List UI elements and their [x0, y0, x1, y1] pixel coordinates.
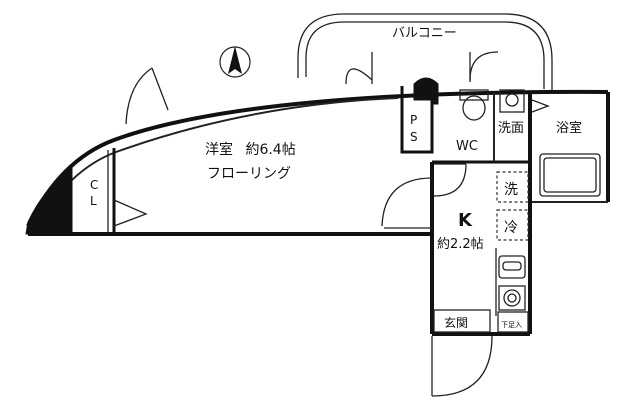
balcony-label: バルコニー [392, 26, 457, 41]
closet-label-l: L [90, 194, 97, 208]
western-room-floor-label: フローリング [207, 166, 291, 182]
wc-washroom-block: WC 洗面 [345, 51, 530, 197]
washroom-label: 洗面 [498, 121, 524, 136]
pipe-space: P S [400, 77, 439, 154]
western-room-window-door [125, 67, 169, 125]
balcony: バルコニー [297, 13, 553, 90]
ps-label-p: P [410, 113, 417, 127]
entrance: 玄関 [431, 309, 493, 397]
washer-space-label: 洗 [504, 182, 518, 198]
closet-label-c: C [90, 178, 98, 192]
wc-label: WC [456, 139, 478, 154]
bathroom: 浴室 [531, 99, 601, 197]
western-room-name: 洋室 [205, 141, 233, 158]
bathroom-label: 浴室 [556, 120, 582, 136]
exterior-walls [25, 89, 610, 336]
shoe-box-label: 下足入 [501, 321, 522, 329]
north-arrow-icon [219, 46, 251, 78]
fridge-space-label: 冷 [504, 220, 518, 236]
kitchen: 洗 冷 K 約2.2帖 下足入 [437, 171, 529, 333]
closet: C L [90, 148, 148, 234]
kitchen-label: K [458, 210, 473, 231]
western-room-label: 洋室 約6.4帖 [205, 141, 296, 158]
western-room: 洋室 約6.4帖 フローリング [205, 141, 433, 229]
western-room-size: 約6.4帖 [245, 142, 295, 158]
kitchen-size-label: 約2.2帖 [437, 237, 484, 252]
entrance-label: 玄関 [444, 315, 468, 330]
ps-label-s: S [410, 130, 418, 144]
